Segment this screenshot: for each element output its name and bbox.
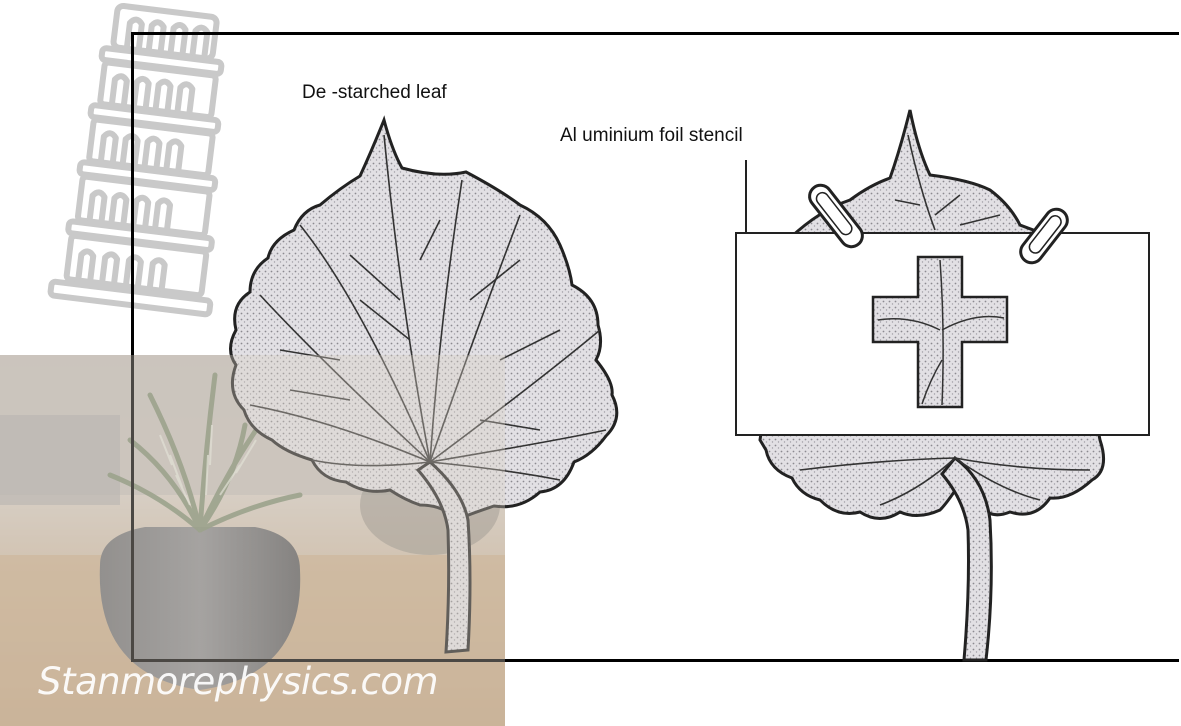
watermark-text: Stanmorephysics.com [38, 660, 438, 703]
stencil-leaf-drawing [736, 110, 1149, 660]
destarched-leaf-label: De -starched leaf [302, 82, 447, 104]
aluminium-foil-label: Al uminium foil stencil [560, 125, 743, 147]
